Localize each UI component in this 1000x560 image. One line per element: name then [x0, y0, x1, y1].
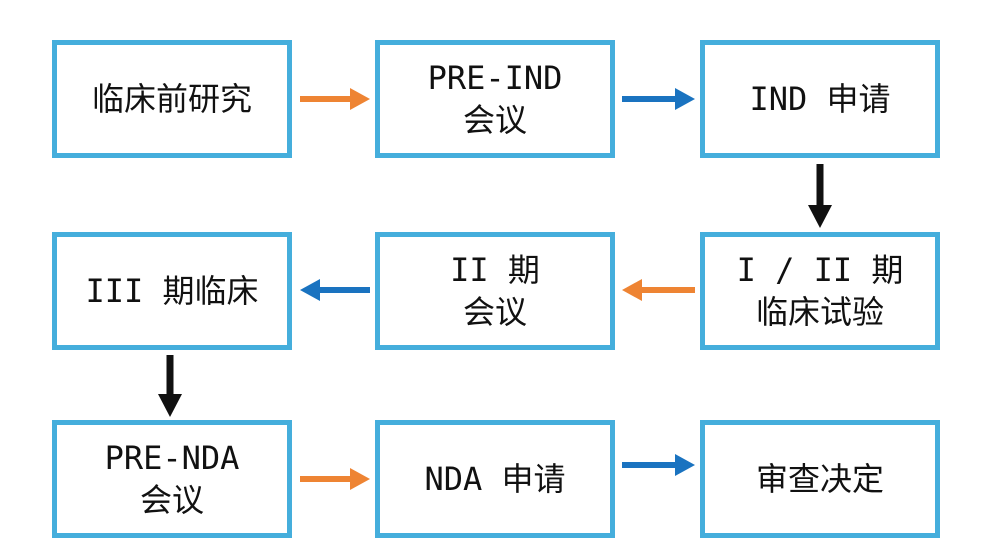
step-nda-box: NDA 申请: [375, 420, 615, 538]
step-phase-3-box: III 期临床: [52, 232, 292, 350]
step-phase-1-2-label: I / II 期 临床试验: [736, 251, 904, 331]
arrow-phase-1-2-to-phase-2-meeting: [622, 279, 695, 301]
step-phase-2-meeting-label: II 期 会议: [450, 251, 540, 331]
arrow-ind-to-phase-1-2: [808, 164, 832, 228]
step-phase-1-2-box: I / II 期 临床试验: [700, 232, 940, 350]
step-pre-nda-label: PRE-NDA 会议: [104, 439, 240, 519]
step-pre-nda-box: PRE-NDA 会议: [52, 420, 292, 538]
arrow-pre-ind-to-ind: [622, 88, 695, 110]
arrow-pre-nda-to-nda: [300, 468, 370, 490]
step-pre-ind-label: PRE-IND 会议: [427, 59, 563, 139]
step-ind-label: IND 申请: [749, 80, 891, 118]
step-decision-label: 审查决定: [755, 460, 884, 498]
arrow-preclinical-to-pre-ind: [300, 88, 370, 110]
step-preclinical-label: 临床前研究: [91, 80, 252, 118]
step-nda-label: NDA 申请: [424, 460, 566, 498]
step-preclinical-box: 临床前研究: [52, 40, 292, 158]
arrow-nda-to-decision: [622, 454, 695, 476]
arrow-phase-3-to-pre-nda: [158, 355, 182, 417]
step-decision-box: 审查决定: [700, 420, 940, 538]
step-phase-3-label: III 期临床: [85, 272, 259, 310]
step-pre-ind-box: PRE-IND 会议: [375, 40, 615, 158]
step-phase-2-meeting-box: II 期 会议: [375, 232, 615, 350]
arrow-phase-2-meeting-to-phase-3: [300, 279, 370, 301]
step-ind-box: IND 申请: [700, 40, 940, 158]
